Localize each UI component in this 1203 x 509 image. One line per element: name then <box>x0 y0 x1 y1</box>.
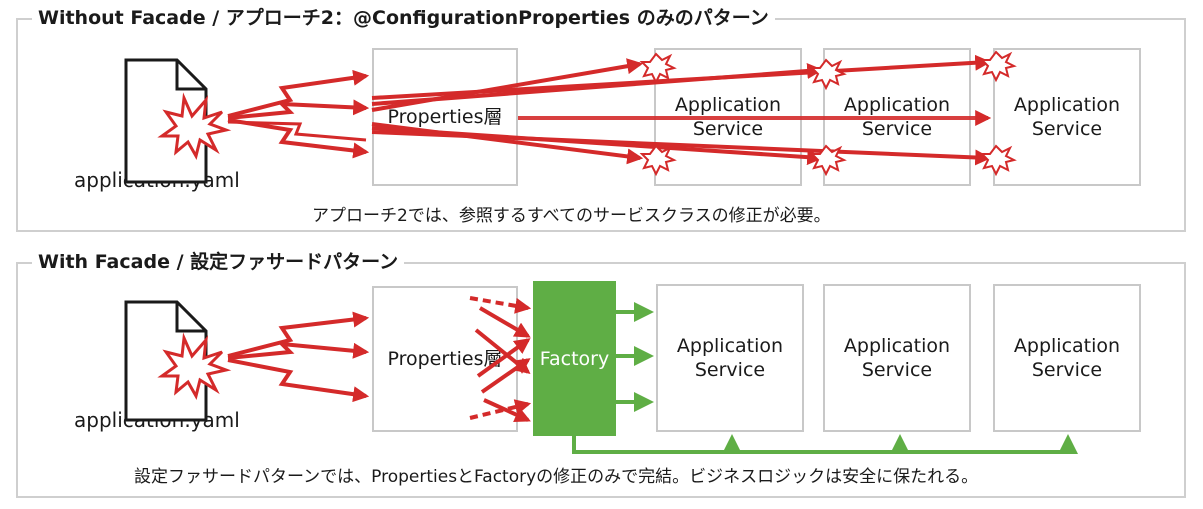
caption-top: アプローチ2では、参照するすべてのサービスクラスの修正が必要。 <box>312 206 831 226</box>
service-label-line1: Application <box>843 335 951 357</box>
service-label-line2: Service <box>694 359 766 381</box>
properties-layer-label: Properties層 <box>387 348 503 370</box>
service-label-line2: Service <box>1031 118 1103 140</box>
panel-title-with-facade: With Facade / 設定ファサードパターン <box>32 250 405 274</box>
service-label-line2: Service <box>1031 359 1103 381</box>
factory-label: Factory <box>539 347 610 370</box>
service-label-line2: Service <box>861 359 933 381</box>
service-label-line1: Application <box>674 94 782 116</box>
file-label-bottom: application.yaml <box>74 408 240 432</box>
service-label-line2: Service <box>861 118 933 140</box>
panel-title-without-facade: Without Facade / アプローチ2：@ConfigurationPr… <box>32 6 775 30</box>
properties-layer-label: Properties層 <box>387 106 503 128</box>
file-label-top: application.yaml <box>74 168 240 192</box>
caption-bottom: 設定ファサードパターンでは、PropertiesとFactoryの修正のみで完結… <box>134 467 979 487</box>
service-label-line1: Application <box>676 335 784 357</box>
service-label-line1: Application <box>1013 335 1121 357</box>
factory-box: Factory <box>533 281 616 436</box>
service-label-line1: Application <box>1013 94 1121 116</box>
service-label-line1: Application <box>843 94 951 116</box>
properties-layer-box-bottom: Properties層 <box>372 286 518 432</box>
properties-layer-box-top: Properties層 <box>372 48 518 186</box>
service-label-line2: Service <box>692 118 764 140</box>
